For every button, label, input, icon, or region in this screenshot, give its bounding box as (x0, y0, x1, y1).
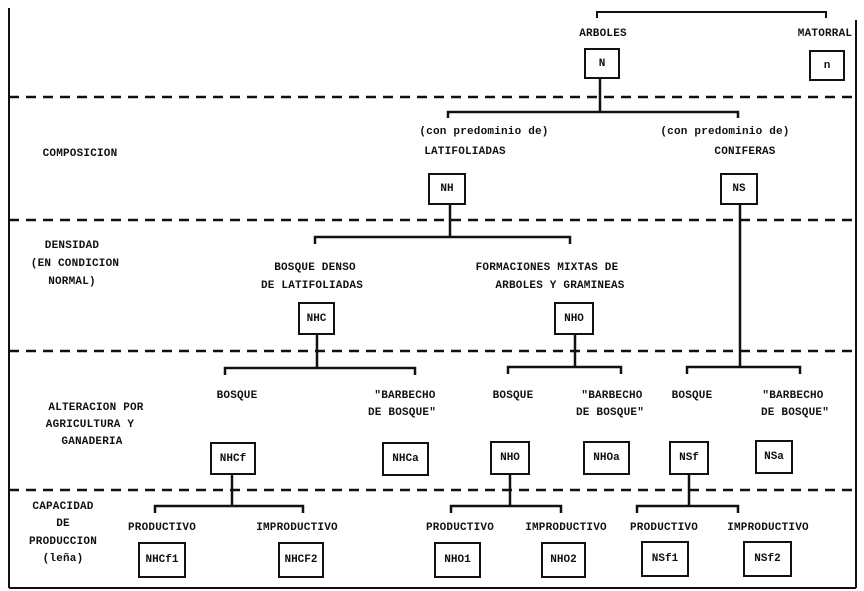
node-box: NHOa (583, 441, 630, 475)
node-box: NHC (298, 302, 335, 335)
node-box: NSf2 (743, 541, 792, 577)
level-label-alteracion: ALTERACION POR (48, 402, 144, 414)
level-label-composicion: COMPOSICION (42, 148, 118, 160)
node-box: NSa (755, 440, 793, 474)
node-label: BOSQUE (492, 390, 534, 402)
tree-connectors (153, 78, 802, 513)
node-label: (con predominio de) (419, 126, 549, 138)
node-box: NHO (554, 302, 594, 335)
node-box: NHO2 (541, 542, 586, 578)
level-label-capacidad: DE (56, 518, 70, 530)
node-label: PRODUCTIVO (629, 522, 699, 534)
node-label: IMPRODUCTIVO (727, 522, 809, 534)
node-label: DE BOSQUE" (575, 407, 645, 419)
level-dividers (9, 95, 858, 492)
node-box: NHO1 (434, 542, 481, 578)
node-box: N (584, 48, 620, 79)
node-label: "BARBECHO (762, 390, 824, 402)
node-label: PRODUCTIVO (425, 522, 495, 534)
node-box: NHO (490, 441, 530, 475)
node-box: NHCF2 (278, 542, 324, 578)
node-label: MATORRAL (797, 28, 853, 40)
node-label: PRODUCTIVO (127, 522, 197, 534)
node-box: NHCa (382, 442, 429, 476)
node-label: BOSQUE DENSO (274, 262, 356, 274)
level-label-capacidad: (leña) (42, 553, 84, 565)
node-label: ARBOLES (579, 28, 627, 40)
level-label-capacidad: CAPACIDAD (32, 501, 94, 513)
node-label: CONIFERAS (714, 146, 776, 158)
node-label: "BARBECHO (374, 390, 436, 402)
node-label: DE BOSQUE" (760, 407, 830, 419)
node-label: DE LATIFOLIADAS (260, 280, 364, 292)
frame (8, 8, 857, 589)
node-box: NSf1 (641, 541, 689, 577)
node-label: ARBOLES Y GRAMINEAS (495, 280, 625, 292)
node-box: n (809, 50, 845, 81)
level-label-capacidad: PRODUCCION (28, 536, 98, 548)
node-label: DE BOSQUE" (367, 407, 437, 419)
node-box: NHCf (210, 442, 256, 475)
level-label-densidad: NORMAL) (48, 276, 96, 288)
level-label-alteracion: GANADERIA (61, 436, 123, 448)
node-box: NS (720, 173, 758, 205)
node-label: BOSQUE (671, 390, 713, 402)
node-label: (con predominio de) (660, 126, 790, 138)
node-box: NHCf1 (138, 542, 186, 578)
node-label: "BARBECHO (581, 390, 643, 402)
level-label-alteracion: AGRICULTURA Y (45, 419, 135, 431)
node-box: NSf (669, 441, 709, 475)
node-label: FORMACIONES MIXTAS DE (475, 262, 619, 274)
node-label: IMPRODUCTIVO (256, 522, 338, 534)
node-label: IMPRODUCTIVO (525, 522, 607, 534)
level-label-densidad: DENSIDAD (44, 240, 100, 252)
node-label: LATIFOLIADAS (424, 146, 506, 158)
node-label: BOSQUE (216, 390, 258, 402)
level-label-densidad: (EN CONDICION (30, 258, 120, 270)
node-box: NH (428, 173, 466, 205)
